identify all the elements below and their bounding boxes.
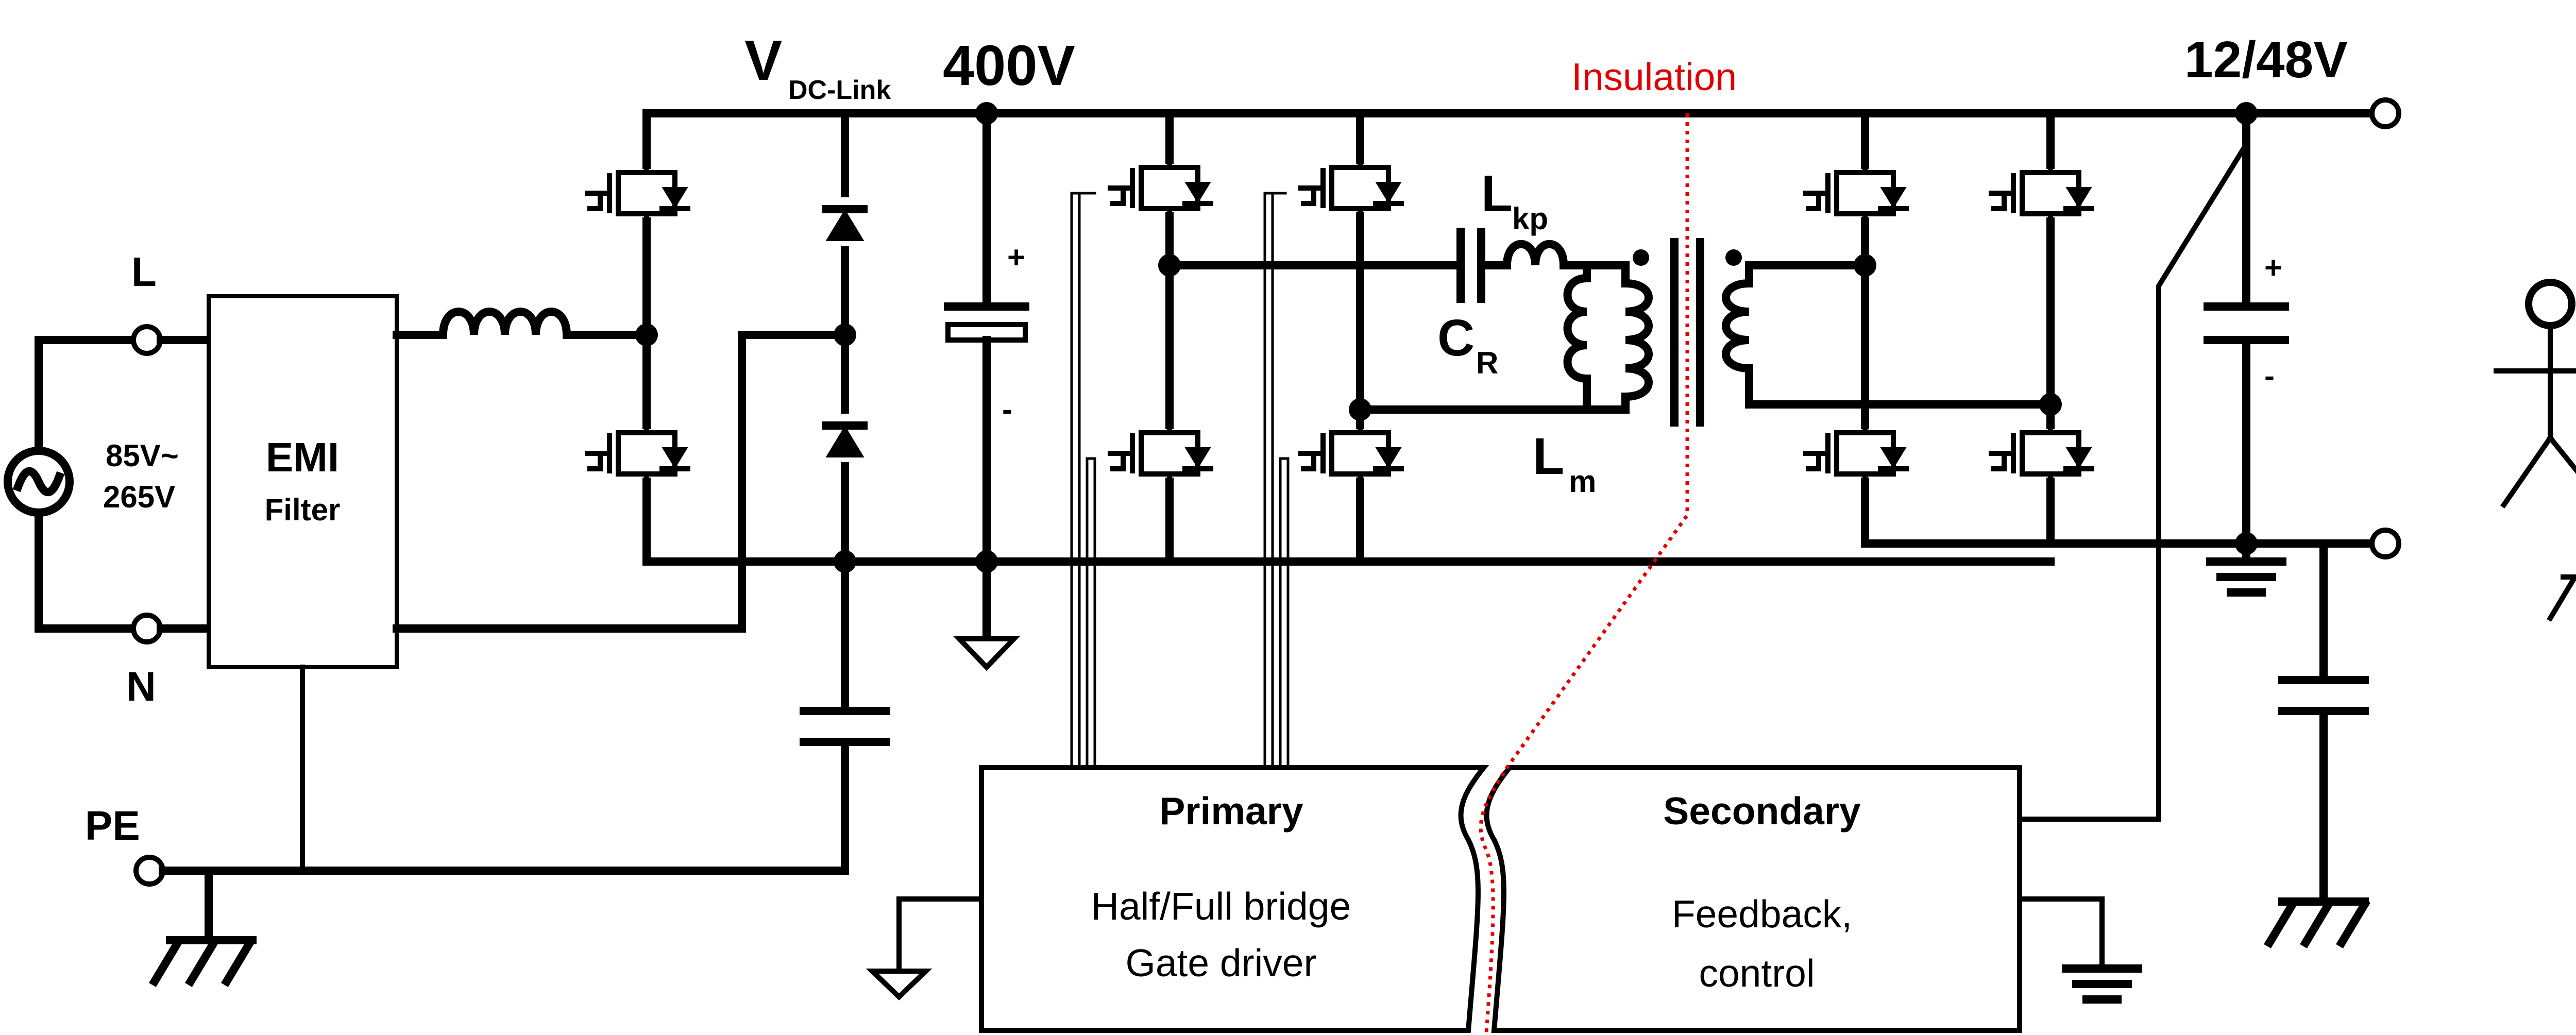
feedback-line	[2017, 141, 2250, 822]
secondary-line1: Feedback,	[1672, 892, 1852, 936]
sr-switch-top-right-icon	[1991, 165, 2092, 222]
y-capacitor-icon	[800, 707, 890, 875]
lkp-label: L	[1481, 165, 1513, 223]
boost-inductor-icon	[438, 308, 571, 340]
line-terminal	[131, 324, 163, 356]
primary-switch-q2-icon	[1301, 160, 1401, 216]
emi-filter-box	[207, 294, 399, 669]
ac-source-icon	[4, 447, 74, 517]
output-y-capacitor-icon	[2264, 539, 2370, 948]
line-label: L	[131, 249, 157, 295]
output-negative-terminal	[2369, 528, 2401, 559]
neutral-label: N	[126, 664, 156, 709]
input-range-top: 85V~	[106, 438, 179, 473]
secondary-ground-icon	[2017, 896, 2142, 1004]
pe-label: PE	[85, 803, 140, 849]
dc-cap-plus: +	[1007, 240, 1025, 275]
primary-line1: Half/Full bridge	[1091, 885, 1351, 928]
transformer-primary-icon	[1621, 279, 1653, 401]
sr-switch-bottom-right-icon	[1991, 425, 2092, 482]
line-wire	[35, 336, 133, 455]
dc-ground-icon	[953, 636, 1020, 671]
neutral-terminal	[131, 613, 163, 644]
lkp-subscript: kp	[1512, 201, 1548, 236]
primary-controller-box	[979, 765, 1489, 1033]
cr-subscript: R	[1476, 346, 1498, 380]
vdc-label: V	[744, 29, 782, 92]
emi-title: EMI	[266, 434, 339, 480]
secondary-title: Secondary	[1663, 789, 1861, 833]
lm-label: L	[1533, 428, 1564, 485]
primary-switch-q1-icon	[1110, 160, 1211, 216]
primary-line2: Gate driver	[1126, 941, 1317, 985]
input-range-bottom: 265V	[103, 480, 175, 514]
pfc-switch-top-icon	[587, 165, 688, 222]
out-cap-minus: -	[2264, 359, 2275, 393]
chassis-ground-icon	[149, 867, 257, 987]
primary-switch-q4-icon	[1301, 425, 1401, 482]
output-voltage-label: 12/48V	[2184, 31, 2348, 89]
magnetizing-inductor-icon	[1563, 261, 1591, 414]
dc-link-voltage: 400V	[943, 34, 1075, 97]
out-cap-plus: +	[2264, 250, 2282, 285]
primary-ground-icon	[866, 896, 984, 1000]
pfc-switch-bottom-icon	[587, 425, 688, 482]
emi-subtitle: Filter	[265, 493, 341, 527]
rectifier-diode-top-icon	[826, 209, 863, 240]
dc-cap-minus: -	[1002, 392, 1012, 427]
leakage-inductor-icon	[1502, 240, 1568, 270]
output-positive-terminal	[2369, 97, 2401, 129]
neutral-wire	[35, 508, 133, 633]
person-icon	[2494, 279, 2576, 622]
secondary-line2: control	[1699, 952, 1815, 995]
insulation-label: Insulation	[1571, 55, 1737, 98]
primary-title: Primary	[1159, 789, 1303, 833]
rectifier-diode-bottom-icon	[826, 426, 863, 456]
vdc-subscript: DC-Link	[788, 75, 891, 105]
transformer-secondary-icon	[1722, 279, 1754, 373]
primary-switch-q3-icon	[1110, 425, 1211, 482]
output-ground-icon	[2206, 557, 2286, 597]
lm-subscript: m	[1569, 464, 1596, 499]
sr-switch-top-left-icon	[1806, 165, 1906, 222]
sr-switch-bottom-left-icon	[1806, 425, 1906, 482]
cr-label: C	[1437, 309, 1475, 367]
